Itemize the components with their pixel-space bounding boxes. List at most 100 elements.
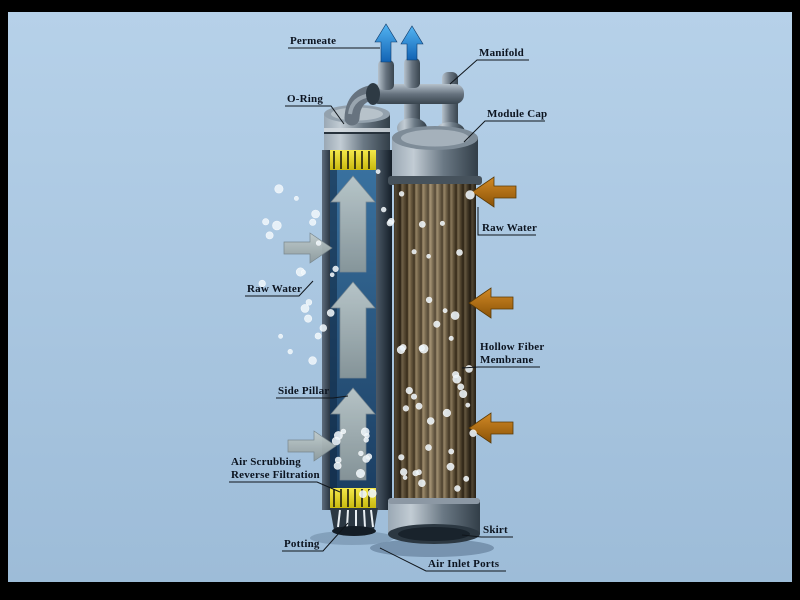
label-o-ring: O-Ring bbox=[287, 93, 323, 105]
bubble bbox=[287, 349, 293, 355]
bubble bbox=[439, 220, 445, 226]
bubble bbox=[333, 461, 342, 470]
manifold-end-flange bbox=[366, 83, 380, 105]
bubbles bbox=[258, 169, 477, 498]
bubble bbox=[415, 402, 423, 410]
bubble bbox=[359, 490, 367, 498]
label-air-scrubbing-leader bbox=[229, 481, 341, 493]
bubble bbox=[452, 374, 462, 384]
bubble bbox=[358, 450, 364, 457]
bubble bbox=[274, 184, 284, 194]
interior-shadow bbox=[330, 170, 337, 488]
bubble bbox=[454, 485, 461, 492]
bubble bbox=[381, 206, 387, 213]
bubble bbox=[410, 393, 417, 400]
permeate-arrow bbox=[374, 23, 398, 63]
label-air-inlet-ports-leader bbox=[379, 547, 506, 572]
bubble bbox=[465, 190, 475, 200]
bubble bbox=[300, 304, 310, 313]
label-potting: Potting bbox=[284, 538, 320, 550]
manifold-pipes bbox=[344, 23, 464, 132]
bubble bbox=[448, 448, 455, 455]
bubble bbox=[367, 488, 377, 498]
bubble bbox=[459, 389, 468, 398]
permeate-arrow bbox=[400, 25, 424, 61]
bubble bbox=[405, 387, 413, 395]
label-manifold-leader bbox=[449, 59, 529, 85]
label-hollow-fiber-line1: Hollow Fiber bbox=[480, 341, 544, 353]
bubble bbox=[398, 454, 405, 461]
raw-water-arrow bbox=[468, 287, 514, 319]
label-raw-water-left: Raw Water bbox=[247, 283, 302, 295]
label-hollow-fiber-line2: Membrane bbox=[480, 354, 534, 366]
manifold-header-pipe bbox=[370, 84, 464, 104]
bubble bbox=[446, 462, 455, 471]
label-side-pillar: Side Pillar bbox=[278, 385, 329, 397]
bubble bbox=[272, 220, 282, 231]
bubble bbox=[400, 468, 408, 476]
bubble bbox=[311, 209, 320, 219]
bubble bbox=[355, 468, 365, 478]
bubble bbox=[442, 408, 452, 418]
bubble bbox=[457, 383, 465, 391]
bubble bbox=[315, 240, 322, 246]
raw-water-arrow bbox=[468, 412, 514, 444]
bubble bbox=[426, 253, 431, 259]
bubble bbox=[340, 428, 347, 435]
label-air-scrubbing-line2: Reverse Filtration bbox=[231, 469, 320, 481]
labels: Permeate Manifold O-Ring Module Cap Raw … bbox=[229, 35, 547, 572]
label-air-scrubbing-line1: Air Scrubbing bbox=[231, 456, 301, 468]
label-skirt: Skirt bbox=[483, 524, 508, 536]
permeate-arrows bbox=[374, 23, 424, 63]
bubble bbox=[448, 335, 454, 341]
bubble bbox=[262, 218, 270, 226]
bubble bbox=[258, 279, 266, 288]
label-hollow-fiber-leader bbox=[461, 366, 540, 369]
skirt bbox=[388, 498, 480, 544]
bubble bbox=[308, 356, 317, 365]
bubble bbox=[411, 249, 417, 255]
bubble bbox=[278, 333, 283, 339]
bubble bbox=[418, 220, 426, 228]
bubble bbox=[418, 345, 425, 352]
side-pillar bbox=[376, 150, 392, 510]
bubble bbox=[314, 332, 322, 340]
bubble bbox=[293, 195, 299, 201]
air-scrub-arrow bbox=[287, 430, 337, 462]
bubble bbox=[398, 191, 405, 197]
bubble bbox=[319, 324, 327, 332]
label-permeate: Permeate bbox=[290, 35, 336, 47]
bubble bbox=[426, 417, 435, 425]
air-inlet-ports bbox=[330, 508, 378, 536]
label-skirt-leader bbox=[461, 534, 513, 538]
raw-water-arrow-left bbox=[283, 232, 333, 264]
raw-water-arrow bbox=[471, 176, 517, 208]
bubble bbox=[363, 437, 369, 443]
bubble bbox=[265, 231, 274, 240]
bubble bbox=[329, 272, 335, 278]
label-module-cap-leader bbox=[463, 120, 545, 143]
label-side-pillar-leader bbox=[276, 395, 349, 399]
bubble bbox=[463, 475, 470, 482]
bubble bbox=[412, 470, 419, 477]
label-air-inlet-ports: Air Inlet Ports bbox=[428, 558, 500, 570]
bubble bbox=[418, 479, 426, 488]
bubble bbox=[465, 365, 473, 373]
label-manifold: Manifold bbox=[479, 47, 524, 59]
label-o-ring-leader bbox=[285, 105, 345, 125]
bubble bbox=[425, 296, 433, 304]
bubble bbox=[309, 218, 317, 226]
bubble bbox=[300, 269, 306, 275]
o-ring-groove bbox=[324, 132, 390, 134]
bubble bbox=[332, 265, 339, 273]
bubble bbox=[442, 308, 448, 314]
bubble bbox=[386, 219, 394, 227]
bubble bbox=[402, 405, 410, 412]
bubble bbox=[304, 314, 313, 323]
internal-flow-arrows bbox=[330, 175, 376, 481]
right-module bbox=[388, 118, 482, 544]
label-module-cap: Module Cap bbox=[487, 108, 547, 120]
bubble bbox=[375, 169, 381, 174]
